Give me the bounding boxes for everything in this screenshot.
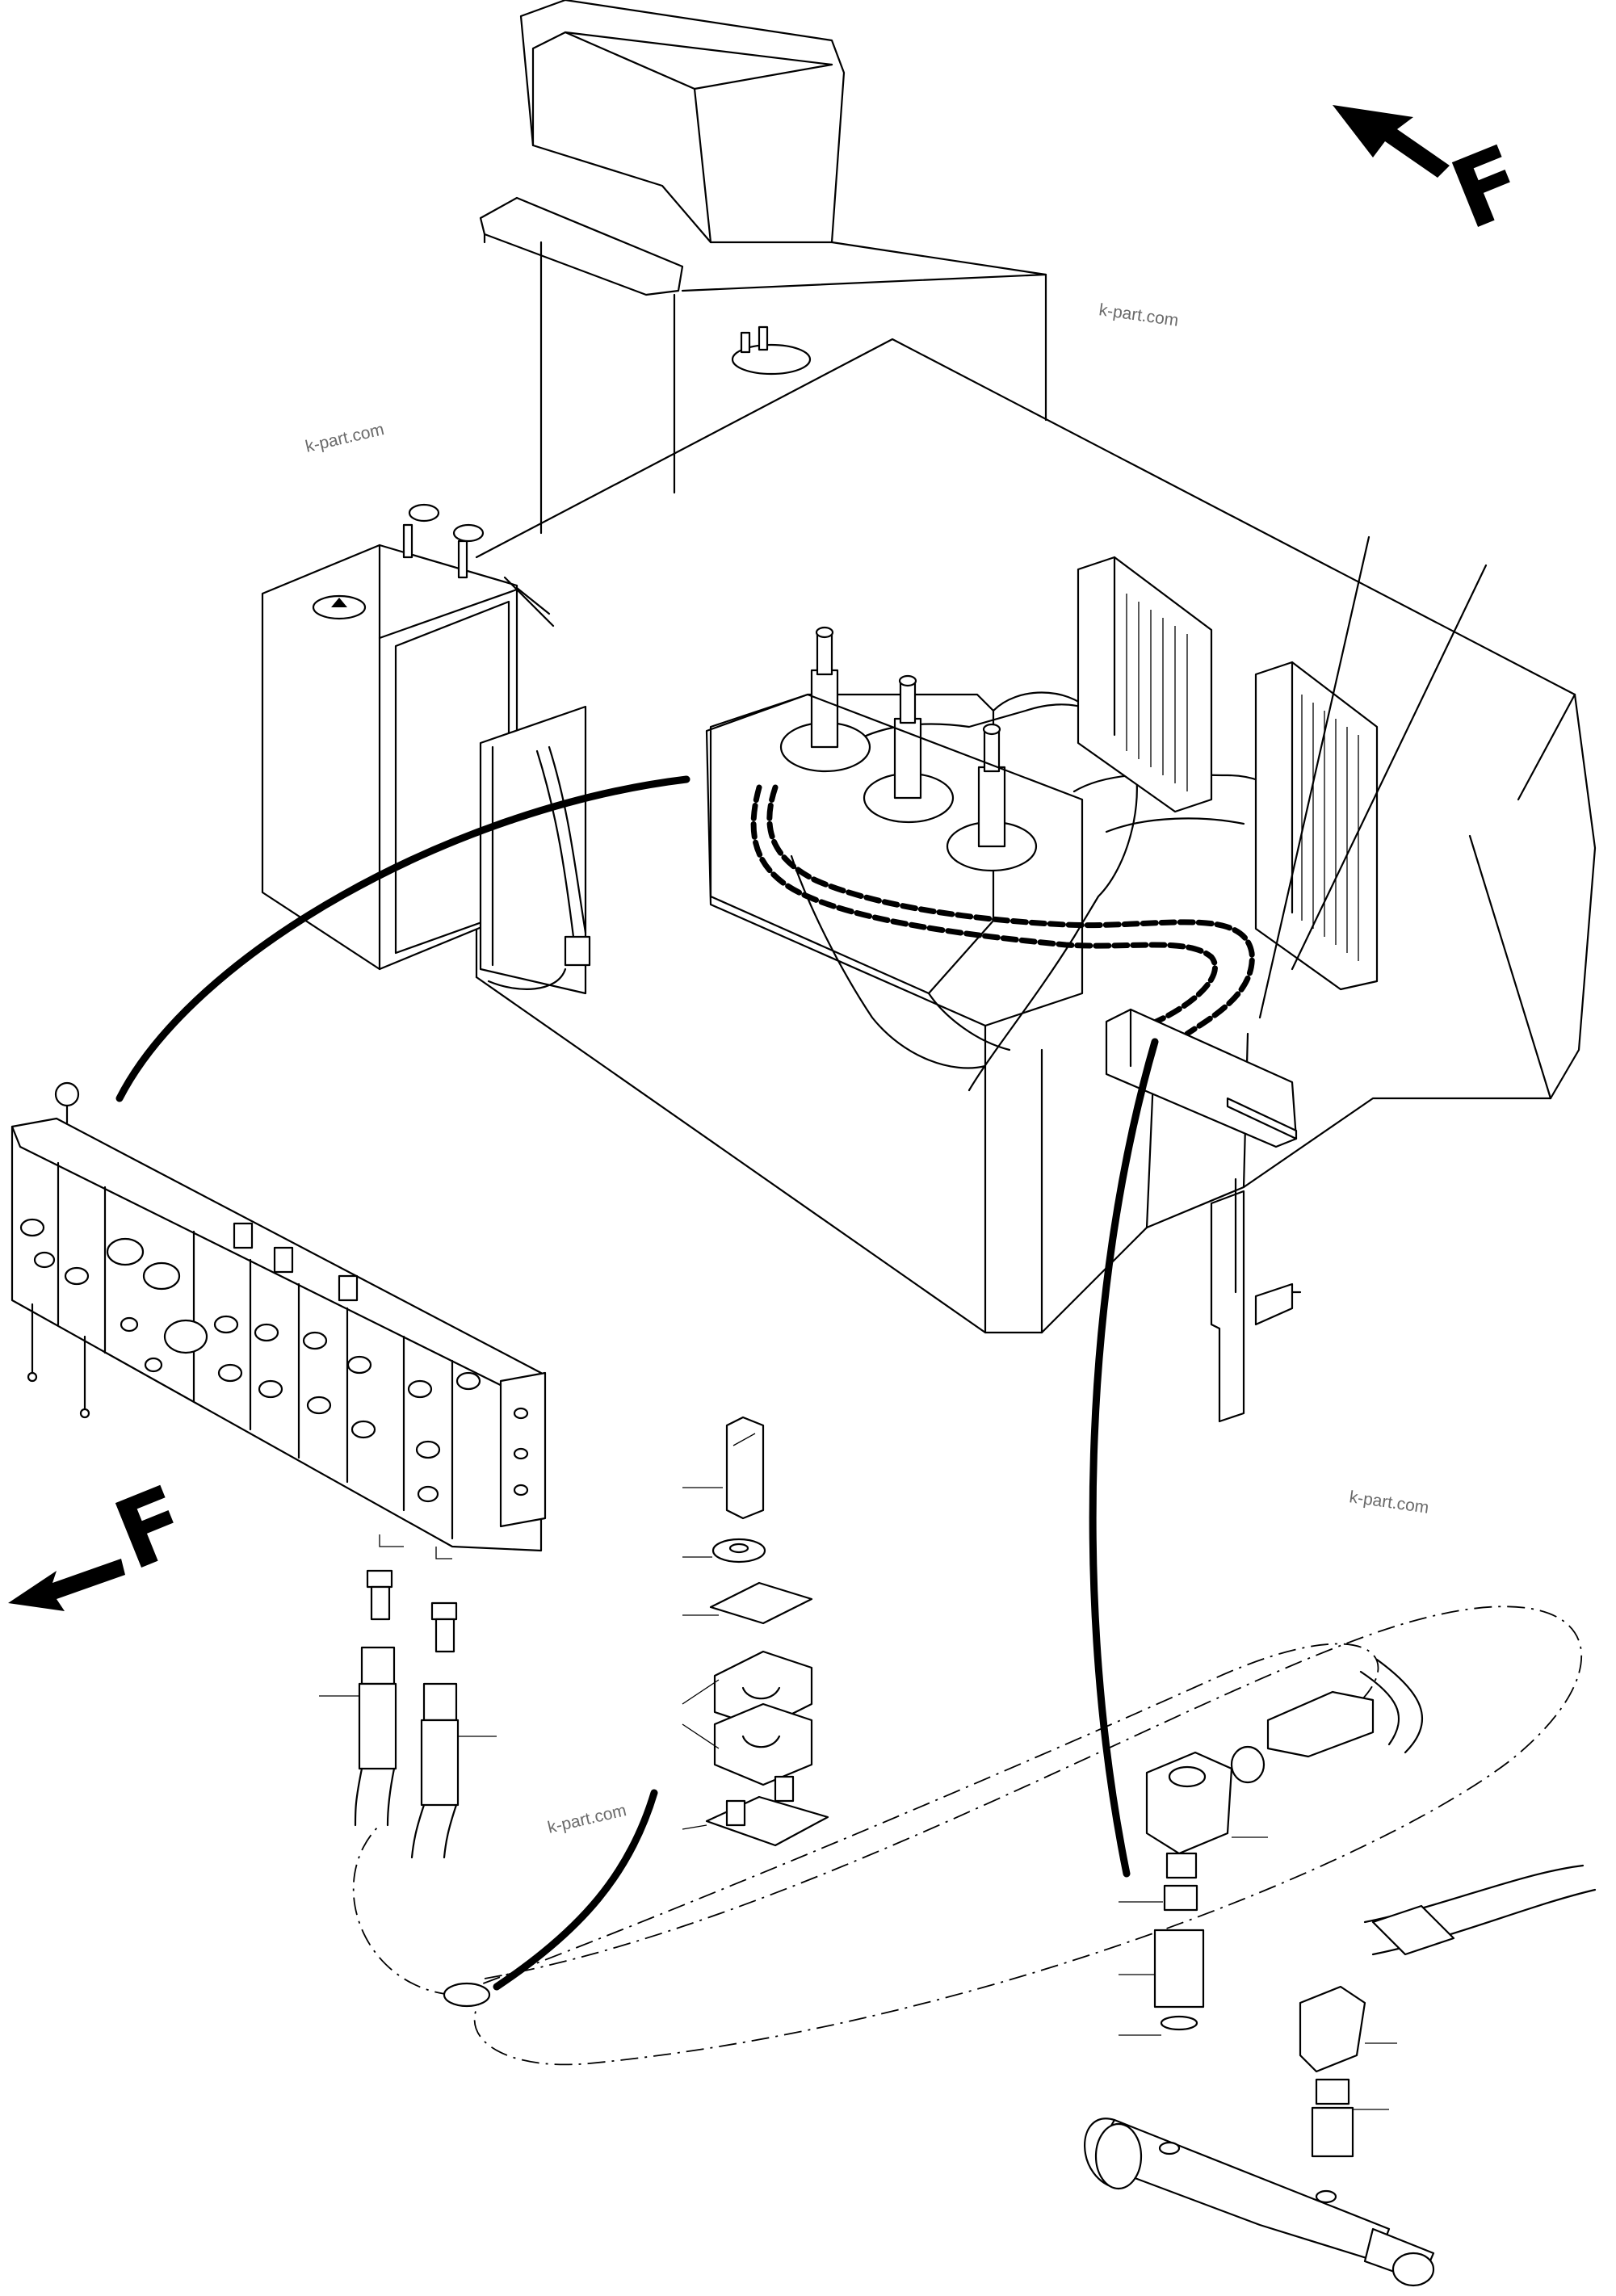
watermark-2: k-part.com (1098, 300, 1179, 330)
cab-support-tower (539, 241, 1047, 535)
engine-assembly (705, 626, 1298, 1092)
control-valve-block (10, 1081, 547, 1552)
watermark-4: k-part.com (546, 1801, 628, 1837)
hydraulic-cylinder (1084, 2118, 1435, 2287)
direction-indicator-bottom: F (8, 1464, 202, 1611)
watermark-3: k-part.com (1348, 1488, 1429, 1517)
clamp-stack (682, 1416, 829, 1847)
direction-indicator-top: F (1333, 105, 1538, 251)
callout-curves (115, 775, 1159, 1991)
valve-fittings (19, 1218, 529, 1503)
direction-label-top: F (1437, 124, 1538, 251)
radiator-right (1254, 661, 1379, 991)
main-deck (475, 338, 1597, 1334)
right-hose-elbow (1299, 1864, 1597, 2158)
hose-routing-dashed (750, 784, 1255, 1037)
hydraulic-tank (261, 503, 587, 995)
left-hose-assembly (319, 1534, 497, 1859)
watermark-1: k-part.com (304, 420, 386, 456)
operator-cab (479, 0, 846, 296)
right-fitting-assembly (1119, 1658, 1424, 2036)
hose-outline-loop (352, 1606, 1582, 2066)
machine-upper-structure (261, 0, 1597, 1334)
tank-hose (487, 745, 591, 990)
radiator-left (1077, 556, 1213, 813)
